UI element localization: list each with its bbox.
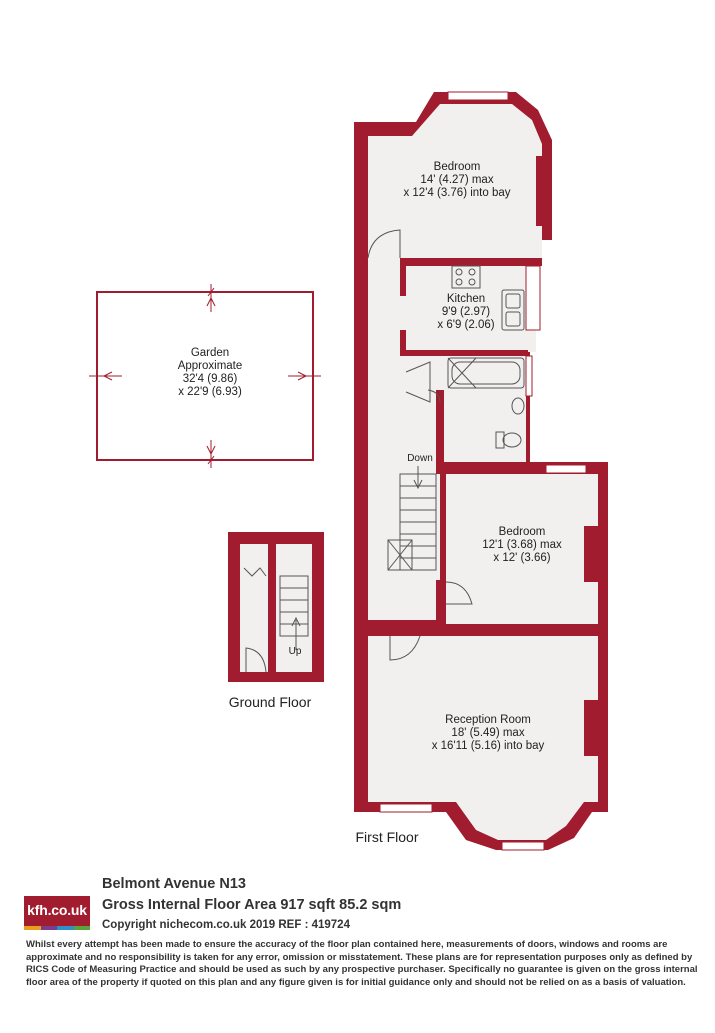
- copyright: Copyright nichecom.co.uk 2019 REF : 4197…: [102, 919, 350, 931]
- property-address: Belmont Avenue N13: [102, 876, 246, 892]
- door-swing: [427, 389, 441, 403]
- kitchen-dim2: x 6'9 (2.06): [437, 319, 494, 331]
- door-swing: [367, 229, 401, 259]
- disclaimer: Whilst every attempt has been made to en…: [26, 939, 698, 988]
- bedroom-mid-name: Bedroom: [499, 526, 546, 538]
- window: [501, 841, 545, 851]
- stairs-down-label: Down: [407, 453, 433, 464]
- hallway-floor: [368, 260, 440, 620]
- bedroom-top-dim1: 14' (4.27) max: [420, 174, 493, 186]
- window: [525, 355, 533, 397]
- kitchen-fixtures: [451, 265, 525, 331]
- kfh-logo: kfh.co.uk: [24, 896, 90, 930]
- garden-dimension-arrows: [89, 284, 321, 468]
- first-floor-rooms: [368, 104, 598, 840]
- reception-floor: [368, 636, 598, 840]
- bedroom-top-dim2: x 12'4 (3.76) into bay: [403, 187, 510, 199]
- window: [447, 91, 509, 101]
- logo-stripe: [57, 926, 74, 930]
- door-swing: [405, 361, 431, 403]
- basin-icon: [511, 397, 525, 415]
- bedroom-top-name: Bedroom: [434, 161, 481, 173]
- bedroom-mid-dim1: 12'1 (3.68) max: [482, 539, 562, 551]
- door-swing: [445, 581, 473, 605]
- kitchen-name: Kitchen: [447, 293, 485, 305]
- reception-name: Reception Room: [445, 714, 531, 726]
- window: [545, 464, 587, 474]
- garden-line1: Approximate: [178, 360, 243, 372]
- doors: [367, 229, 473, 661]
- bathroom-floor: [440, 356, 526, 464]
- window: [379, 803, 433, 813]
- floor-plan: Bedroom 14' (4.27) max x 12'4 (3.76) int…: [89, 91, 608, 851]
- sink-icon: [501, 289, 525, 331]
- stairs-up-label: Up: [289, 646, 302, 657]
- first-floor-label: First Floor: [356, 829, 419, 845]
- bedroom-mid-dim2: x 12' (3.66): [493, 552, 550, 564]
- bedroom-top-floor: [368, 104, 542, 260]
- gross-floor-area: Gross Internal Floor Area 917 sqft 85.2 …: [102, 897, 402, 913]
- garden-line2: 32'4 (9.86): [183, 373, 238, 385]
- interior-walls: [368, 156, 608, 756]
- ground-floor-plan: [228, 532, 324, 682]
- logo-stripes: [24, 926, 90, 930]
- room-labels: Bedroom 14' (4.27) max x 12'4 (3.76) int…: [178, 161, 562, 845]
- window: [525, 265, 541, 331]
- bedroom-mid-floor: [446, 474, 598, 624]
- first-floor-plan: [354, 91, 608, 851]
- logo-text: kfh.co.uk: [27, 902, 87, 918]
- staircase-up: [243, 567, 309, 673]
- logo-stripe: [24, 926, 41, 930]
- reception-dim2: x 16'11 (5.16) into bay: [432, 740, 545, 752]
- reception-dim1: 18' (5.49) max: [451, 727, 524, 739]
- windows: [379, 91, 587, 851]
- garden-plan: [89, 284, 321, 468]
- garden-name: Garden: [191, 347, 229, 359]
- toilet-icon: [495, 431, 505, 449]
- garden-line3: x 22'9 (6.93): [178, 386, 242, 398]
- hob-icon: [451, 265, 481, 289]
- staircase-down: [387, 466, 437, 571]
- logo-stripe: [73, 926, 90, 930]
- bath-icon: [447, 357, 525, 389]
- bathroom-fixtures: [447, 357, 525, 449]
- logo-stripe: [40, 926, 57, 930]
- door-swing: [389, 635, 421, 661]
- ground-floor-label: Ground Floor: [229, 694, 312, 710]
- kitchen-dim1: 9'9 (2.97): [442, 306, 490, 318]
